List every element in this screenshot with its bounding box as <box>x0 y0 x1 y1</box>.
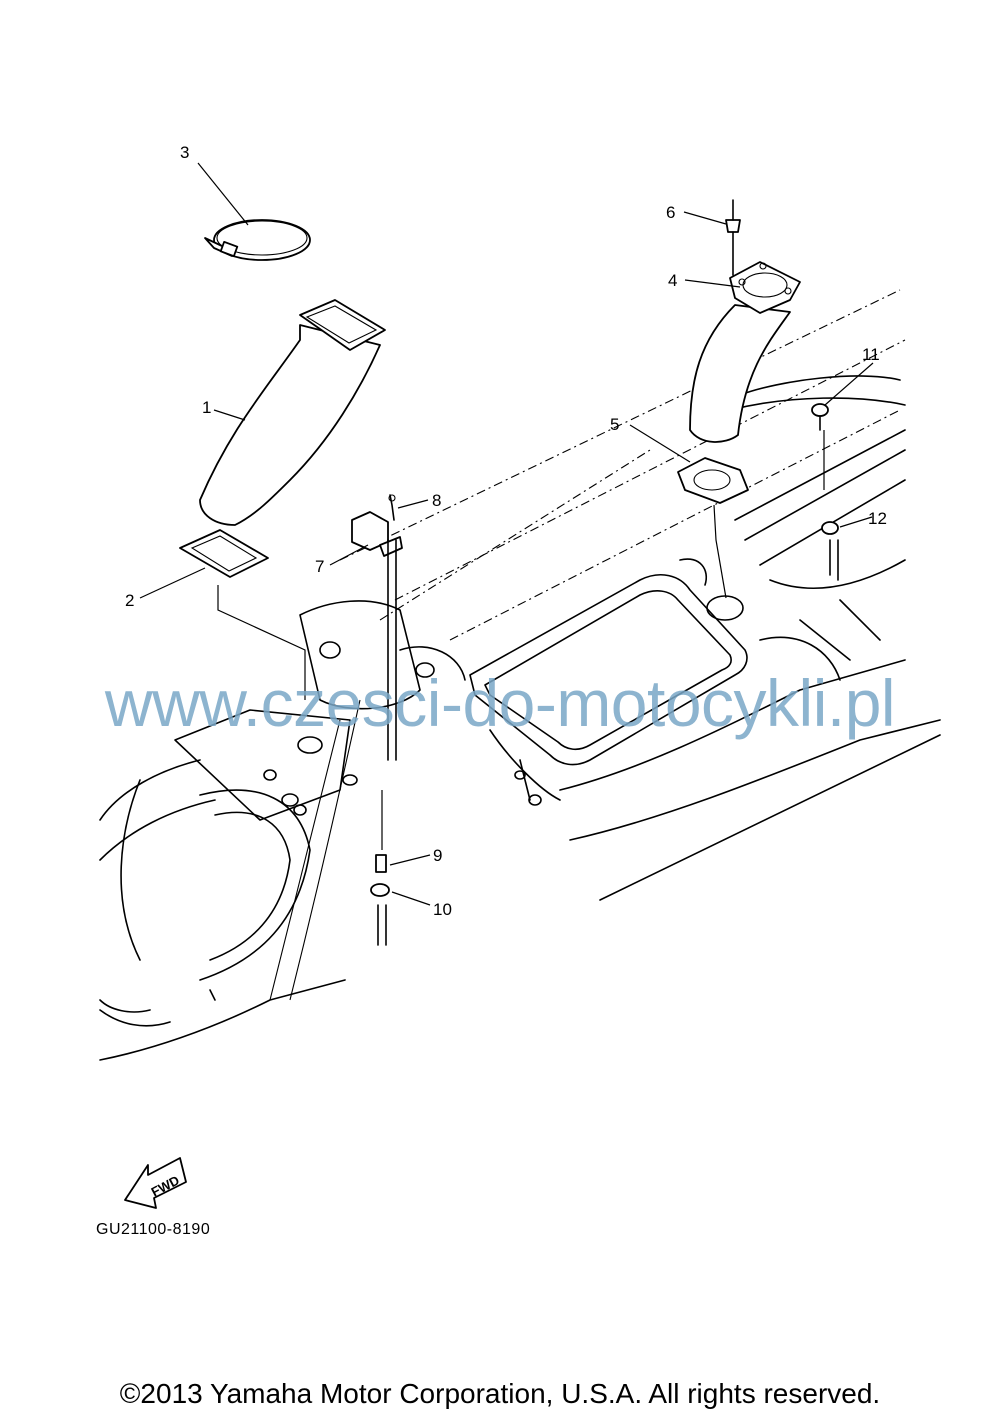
part-12-clip <box>821 521 839 581</box>
callout-8: 8 <box>432 491 441 510</box>
fwd-arrow-icon: FWD <box>124 1157 187 1209</box>
leader-lines <box>139 162 874 906</box>
part-3-hose-band <box>204 219 311 261</box>
part-6-rivet <box>725 199 741 276</box>
part-9-tube <box>375 790 387 946</box>
callout-4: 4 <box>668 271 677 290</box>
callout-numbers: 3 1 2 6 4 5 11 12 8 7 9 10 <box>125 143 887 919</box>
hull-deck <box>99 289 941 1061</box>
callout-12: 12 <box>868 509 887 528</box>
callout-1: 1 <box>202 398 211 417</box>
part-2-gasket <box>179 529 269 578</box>
part-8-hose <box>387 494 397 761</box>
part-1-duct <box>199 299 386 526</box>
part-11-bolt <box>811 403 829 490</box>
callout-6: 6 <box>666 203 675 222</box>
part-10-clamp <box>370 883 390 897</box>
callout-9: 9 <box>433 846 442 865</box>
callout-7: 7 <box>315 557 324 576</box>
callout-5: 5 <box>610 415 619 434</box>
callout-10: 10 <box>433 900 452 919</box>
callout-11: 11 <box>862 345 880 364</box>
part-4-elbow-duct <box>689 261 801 443</box>
callout-3: 3 <box>180 143 189 162</box>
diagram-code: GU21100-8190 <box>96 1221 211 1238</box>
watermark: www.czesci-do-motocykli.pl <box>104 666 896 740</box>
part-5-flange-gasket <box>677 457 749 599</box>
callout-2: 2 <box>125 591 134 610</box>
copyright-notice: ©2013 Yamaha Motor Corporation, U.S.A. A… <box>119 1378 881 1409</box>
